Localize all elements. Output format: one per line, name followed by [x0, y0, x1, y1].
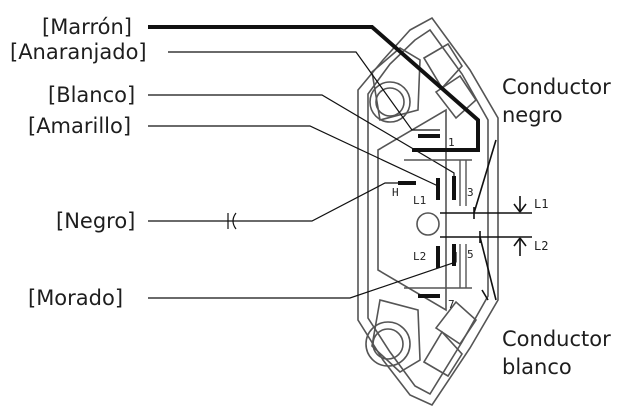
terminal-3: 3	[467, 186, 474, 199]
terminal-l2: L2	[413, 250, 426, 263]
terminal-7: 7	[448, 298, 455, 311]
center-rivet	[416, 212, 440, 236]
line-label-l1: L1	[534, 197, 548, 211]
terminal-bars	[398, 134, 456, 298]
wire-marron	[148, 25, 480, 152]
wire-morado	[148, 252, 457, 299]
internal-traces	[404, 159, 472, 289]
terminal-5: 5	[467, 248, 474, 261]
wire-anaranjado	[168, 51, 440, 131]
label-blanco: [Blanco]	[48, 83, 135, 107]
mounting-hole-bottom	[365, 321, 411, 367]
wire-negro	[148, 182, 398, 222]
label-morado: [Morado]	[28, 286, 123, 310]
switch-housing	[357, 16, 499, 407]
conductor-negro-label-1: Conductor	[502, 75, 611, 99]
conductor-negro	[440, 139, 532, 219]
terminal-l1: L1	[413, 194, 426, 207]
conductor-negro-label-2: negro	[502, 103, 563, 127]
conductor-blanco-label-1: Conductor	[502, 327, 611, 351]
terminal-1: 1	[448, 136, 455, 149]
conductor-blanco-label-2: blanco	[502, 355, 572, 379]
terminal-h: H	[392, 186, 399, 199]
capacitor-symbol	[227, 212, 237, 230]
label-negro: [Negro]	[56, 209, 135, 233]
mounting-hole-top	[369, 81, 411, 123]
label-marron: [Marrón]	[42, 15, 132, 39]
line-label-l2: L2	[534, 239, 548, 253]
conductor-blanco	[440, 231, 532, 301]
label-anaranjado: [Anaranjado]	[10, 40, 147, 64]
label-amarillo: [Amarillo]	[28, 114, 131, 138]
